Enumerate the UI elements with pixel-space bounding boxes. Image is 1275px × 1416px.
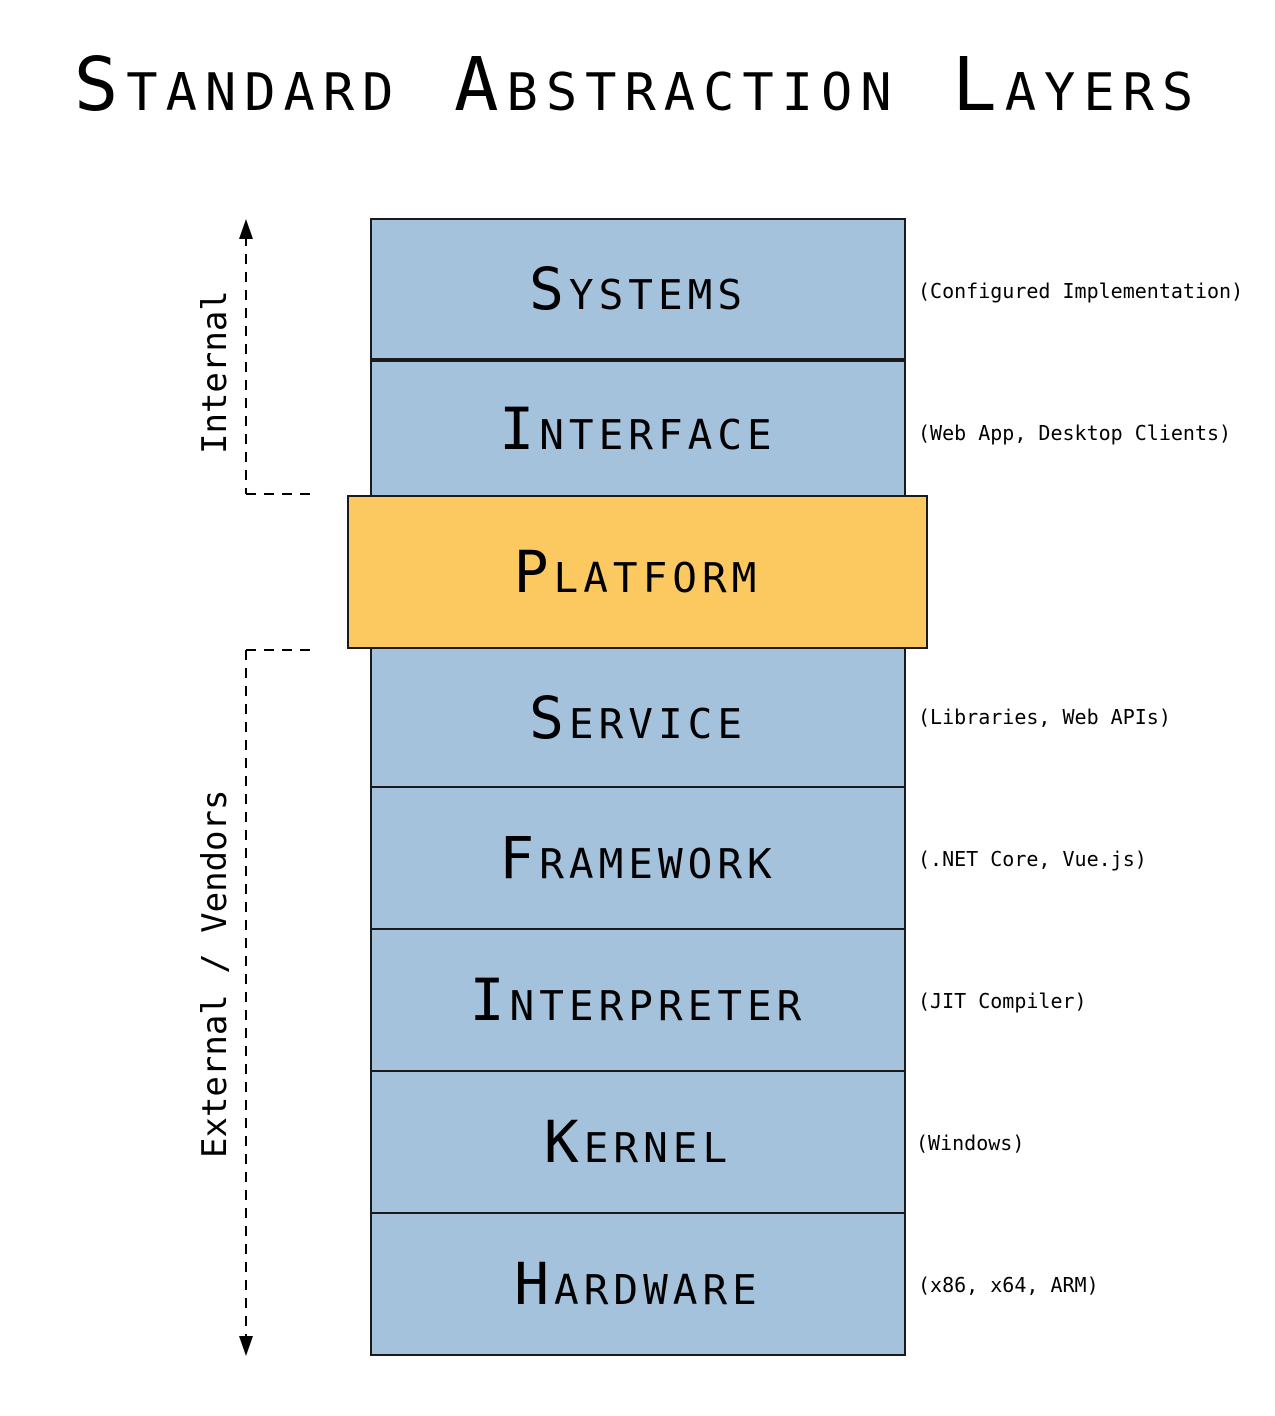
layer-systems: Systems: [370, 218, 906, 360]
layer-note-interface: (Web App, Desktop Clients): [918, 421, 1232, 445]
layer-label: Kernel: [543, 1108, 733, 1176]
external-group-label: External / Vendors: [195, 789, 235, 1158]
layer-label: Service: [528, 683, 748, 752]
up-arrow-icon: [239, 219, 253, 239]
layer-platform: Platform: [347, 495, 928, 649]
layer-framework: Framework: [370, 786, 906, 930]
layer-label: Platform: [513, 538, 762, 606]
layer-label: Systems: [528, 255, 748, 323]
layer-note-interpreter: (JIT Compiler): [918, 989, 1087, 1013]
layer-label: Interpreter: [469, 966, 807, 1034]
diagram-title: Standard Abstraction Layers: [73, 42, 1202, 128]
layer-interface: Interface: [370, 360, 906, 498]
layer-hardware: Hardware: [370, 1212, 906, 1356]
external-bracket: [245, 649, 310, 1338]
layer-label: Framework: [499, 824, 777, 892]
down-arrow-icon: [239, 1336, 253, 1356]
internal-group-label: Internal: [195, 290, 235, 454]
layer-note-kernel: (Windows): [916, 1131, 1025, 1155]
layer-service: Service: [370, 647, 906, 788]
layer-note-framework: (.NET Core, Vue.js): [918, 847, 1147, 871]
layer-note-hardware: (x86, x64, ARM): [918, 1273, 1099, 1297]
internal-bracket: [245, 236, 310, 495]
layer-note-systems: (Configured Implementation): [918, 279, 1244, 303]
layer-label: Hardware: [514, 1250, 762, 1318]
layer-note-service: (Libraries, Web APIs): [918, 705, 1171, 729]
layer-label: Interface: [499, 395, 777, 463]
layer-interpreter: Interpreter: [370, 928, 906, 1072]
layer-kernel: Kernel: [370, 1070, 906, 1214]
